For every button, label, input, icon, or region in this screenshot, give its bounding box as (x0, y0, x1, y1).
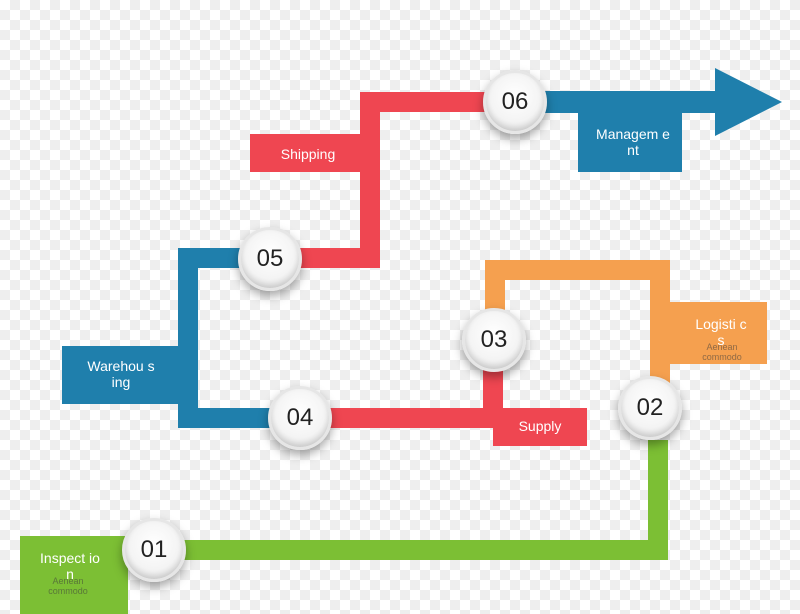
box-inspection (20, 536, 128, 614)
connector-05-06 (262, 92, 515, 268)
step-node-03: 03 (462, 308, 526, 372)
step-number-05: 05 (256, 245, 284, 272)
inspection-subtitle: Aenean commodo (48, 576, 88, 596)
shipping-title: Shipping (280, 146, 336, 162)
management-title: Managem ent (596, 126, 670, 158)
arrow-head-icon (715, 68, 782, 136)
step-node-04: 04 (268, 386, 332, 450)
step-number-01: 01 (140, 536, 168, 563)
step-node-06: 06 (483, 70, 547, 134)
supply-title: Supply (518, 418, 562, 434)
box-shipping (250, 134, 366, 172)
step-number-03: 03 (480, 326, 508, 353)
step-node-05: 05 (238, 227, 302, 291)
step-node-01: 01 (122, 518, 186, 582)
connector-05-04 (178, 248, 300, 428)
box-management (578, 110, 682, 172)
logistics-title: Logisti cs (695, 316, 747, 348)
warehousing-title: Warehou sing (87, 358, 155, 390)
step-number-06: 06 (501, 88, 529, 115)
connector-01-02 (150, 440, 668, 560)
step-number-04: 04 (286, 404, 314, 431)
inspection-title: Inspect ion (40, 550, 100, 582)
logistics-subtitle: Aenean commodo (702, 342, 742, 362)
box-logistics (650, 302, 767, 364)
box-warehousing (62, 346, 180, 404)
step-number-02: 02 (636, 394, 664, 421)
step-node-02: 02 (618, 376, 682, 440)
box-supply (493, 408, 587, 446)
